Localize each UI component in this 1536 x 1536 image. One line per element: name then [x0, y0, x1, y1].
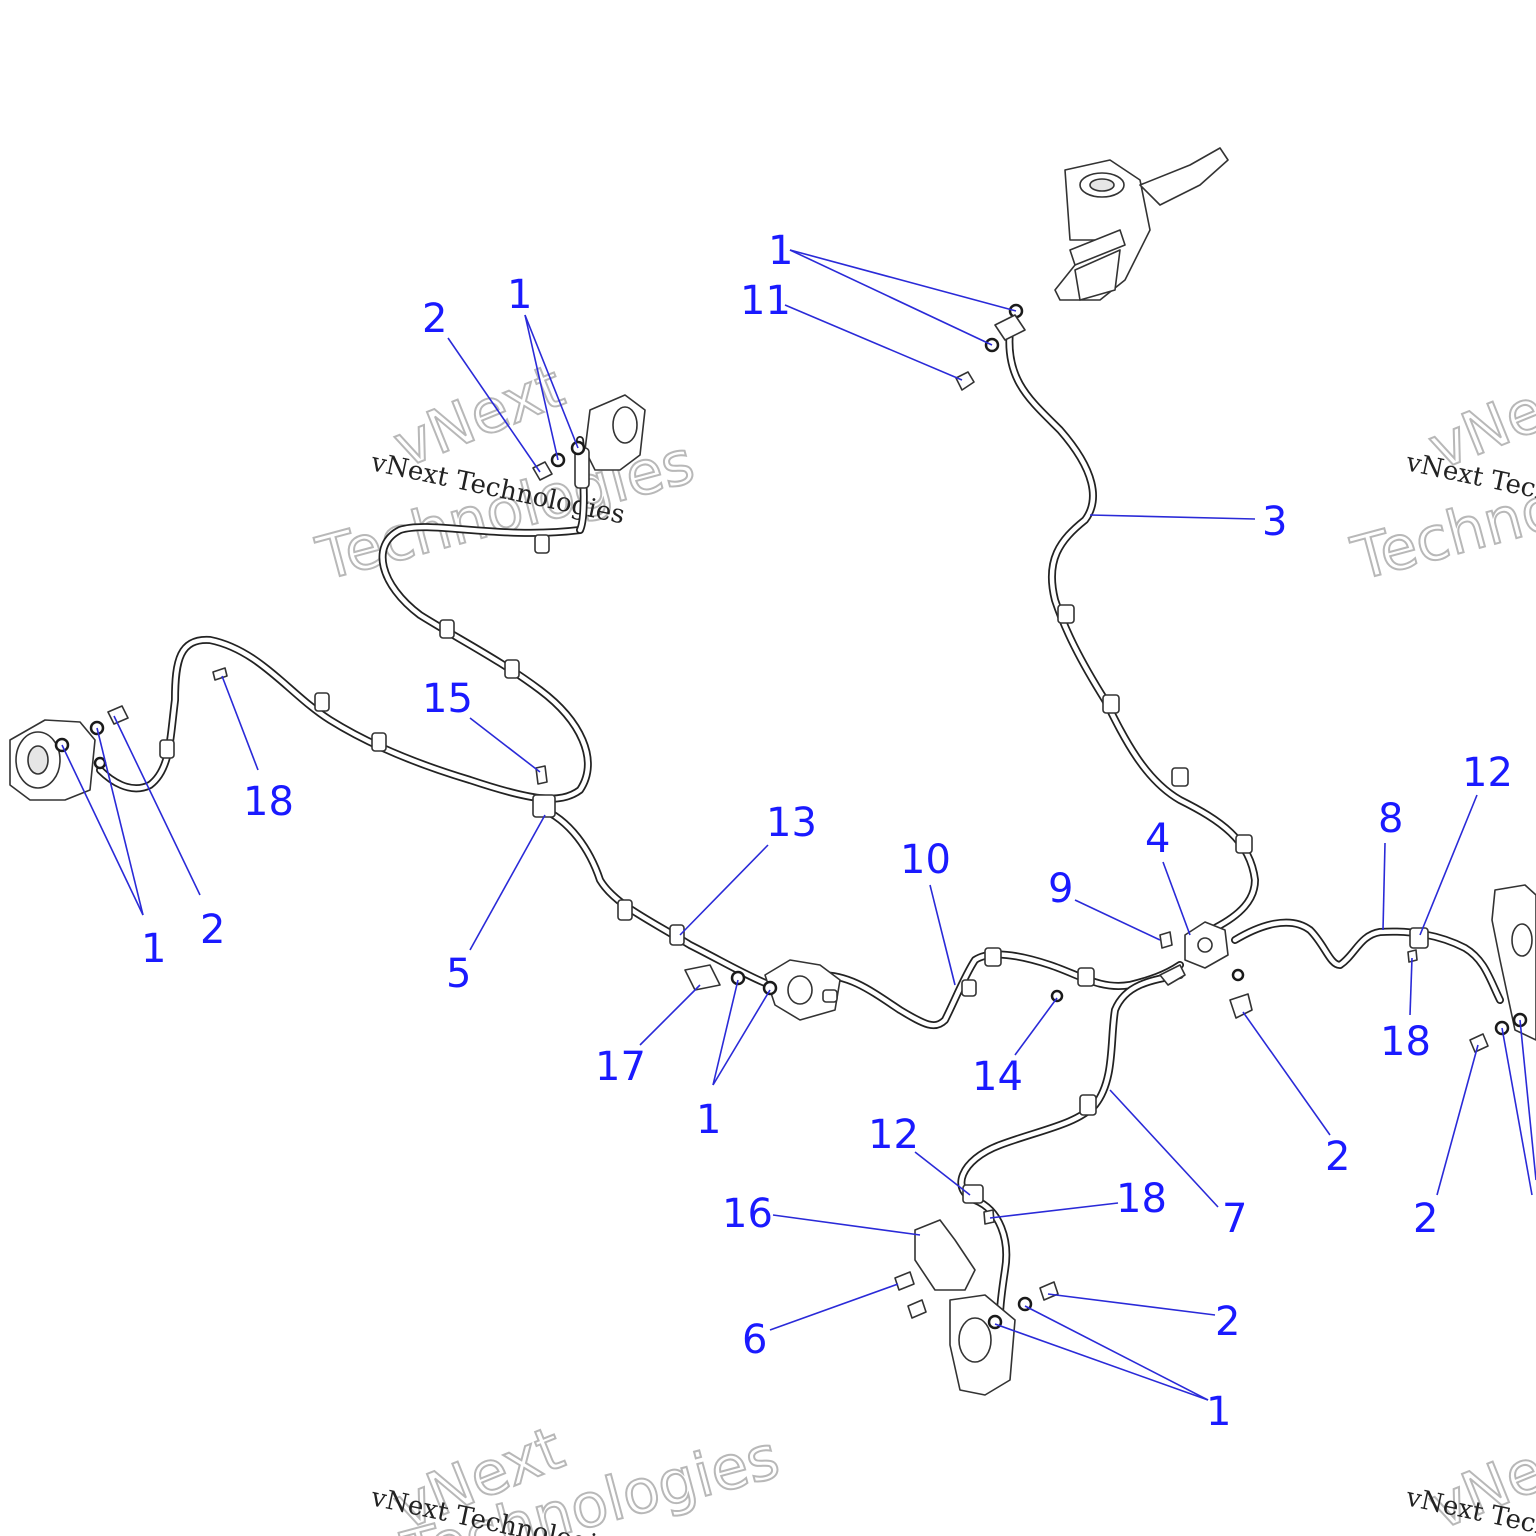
callout-2: 2 [1325, 1134, 1350, 1180]
brake-line-5 [96, 523, 592, 803]
callout-2: 2 [422, 296, 447, 342]
clip [371, 732, 387, 752]
clip [314, 692, 330, 712]
clip [1057, 604, 1075, 624]
bolt-15 [535, 765, 548, 785]
callout-3: 3 [1262, 499, 1287, 545]
callout-9: 9 [1048, 866, 1073, 912]
clip-12-lower [962, 1184, 984, 1204]
clip [1102, 694, 1120, 714]
pin-18 [983, 1209, 995, 1225]
callout-18: 18 [243, 779, 294, 825]
callout-1: 1 [768, 228, 793, 274]
callout-6: 6 [742, 1317, 767, 1363]
callout-2: 2 [1413, 1196, 1438, 1242]
clip [1235, 834, 1253, 854]
callout-13: 13 [766, 800, 817, 846]
brake-lines [96, 326, 1504, 1319]
clip [1079, 1094, 1097, 1116]
nut-14 [1050, 989, 1064, 1003]
clip [504, 659, 520, 679]
clip [984, 947, 1002, 967]
callout-2: 2 [1215, 1299, 1240, 1345]
clip-junction [532, 794, 556, 818]
washer [762, 980, 778, 996]
callout-18: 18 [1380, 1019, 1431, 1065]
pin-18 [1407, 949, 1418, 963]
leader-lines [61, 249, 1536, 1401]
brake-line-7 [957, 971, 1184, 1319]
brake-line-5-lower [536, 804, 774, 989]
brake-line-10 [816, 950, 1184, 1030]
callout-7: 7 [1222, 1196, 1247, 1242]
callout-1: 1 [1206, 1389, 1231, 1435]
callout-15: 15 [422, 676, 473, 722]
callout-10: 10 [900, 837, 951, 883]
callout-14: 14 [972, 1054, 1023, 1100]
callout-4: 4 [1145, 816, 1170, 862]
callout-11: 11 [740, 278, 791, 324]
callout-1: 1 [507, 272, 532, 318]
clip-12-right [1409, 927, 1429, 949]
clip [534, 534, 550, 554]
caliper-center [764, 959, 841, 1021]
callout-5: 5 [446, 951, 471, 997]
callout-12: 12 [868, 1112, 919, 1158]
callout-labels: 1 11 2 1 3 15 18 1 2 5 13 17 1 10 14 9 4… [141, 228, 1513, 1435]
callout-8: 8 [1378, 796, 1403, 842]
caliper-lower [914, 1219, 1016, 1396]
clip [159, 739, 175, 759]
bolt [532, 461, 553, 481]
washer [1231, 968, 1245, 982]
callout-2: 2 [200, 907, 225, 953]
washer [730, 970, 746, 986]
watermark-outline-line2: Technologies [310, 427, 701, 595]
caliper-left [9, 719, 96, 801]
clip [1077, 967, 1095, 987]
master-cylinder [1054, 147, 1229, 301]
callout-16: 16 [722, 1191, 773, 1237]
callout-1: 1 [141, 926, 166, 972]
bolt [1039, 1281, 1059, 1301]
callout-18: 18 [1116, 1176, 1167, 1222]
bolt [107, 705, 129, 725]
callout-17: 17 [595, 1044, 646, 1090]
bolt-11 [955, 371, 975, 391]
fitting-17 [684, 964, 721, 991]
pin-18 [212, 667, 228, 681]
callout-12: 12 [1462, 750, 1513, 796]
bolt [1469, 1033, 1489, 1053]
washer [93, 756, 107, 770]
bolt-6 [907, 1299, 927, 1319]
banjo-fitting [994, 314, 1026, 341]
junction-block [1159, 921, 1229, 986]
clip [669, 924, 685, 946]
line-clips [159, 534, 1429, 1204]
clip [1171, 767, 1189, 787]
clip [439, 619, 455, 639]
clip [617, 899, 633, 921]
brake-line-3 [1005, 326, 1259, 932]
callout-1: 1 [696, 1097, 721, 1143]
brake-line-8 [1231, 918, 1504, 1004]
bolt-6 [894, 1271, 915, 1291]
clip [961, 979, 977, 997]
caliper-right [1491, 884, 1536, 1041]
caliper-top-left [574, 394, 646, 489]
part-9 [1159, 931, 1173, 949]
bolt [1229, 993, 1253, 1019]
